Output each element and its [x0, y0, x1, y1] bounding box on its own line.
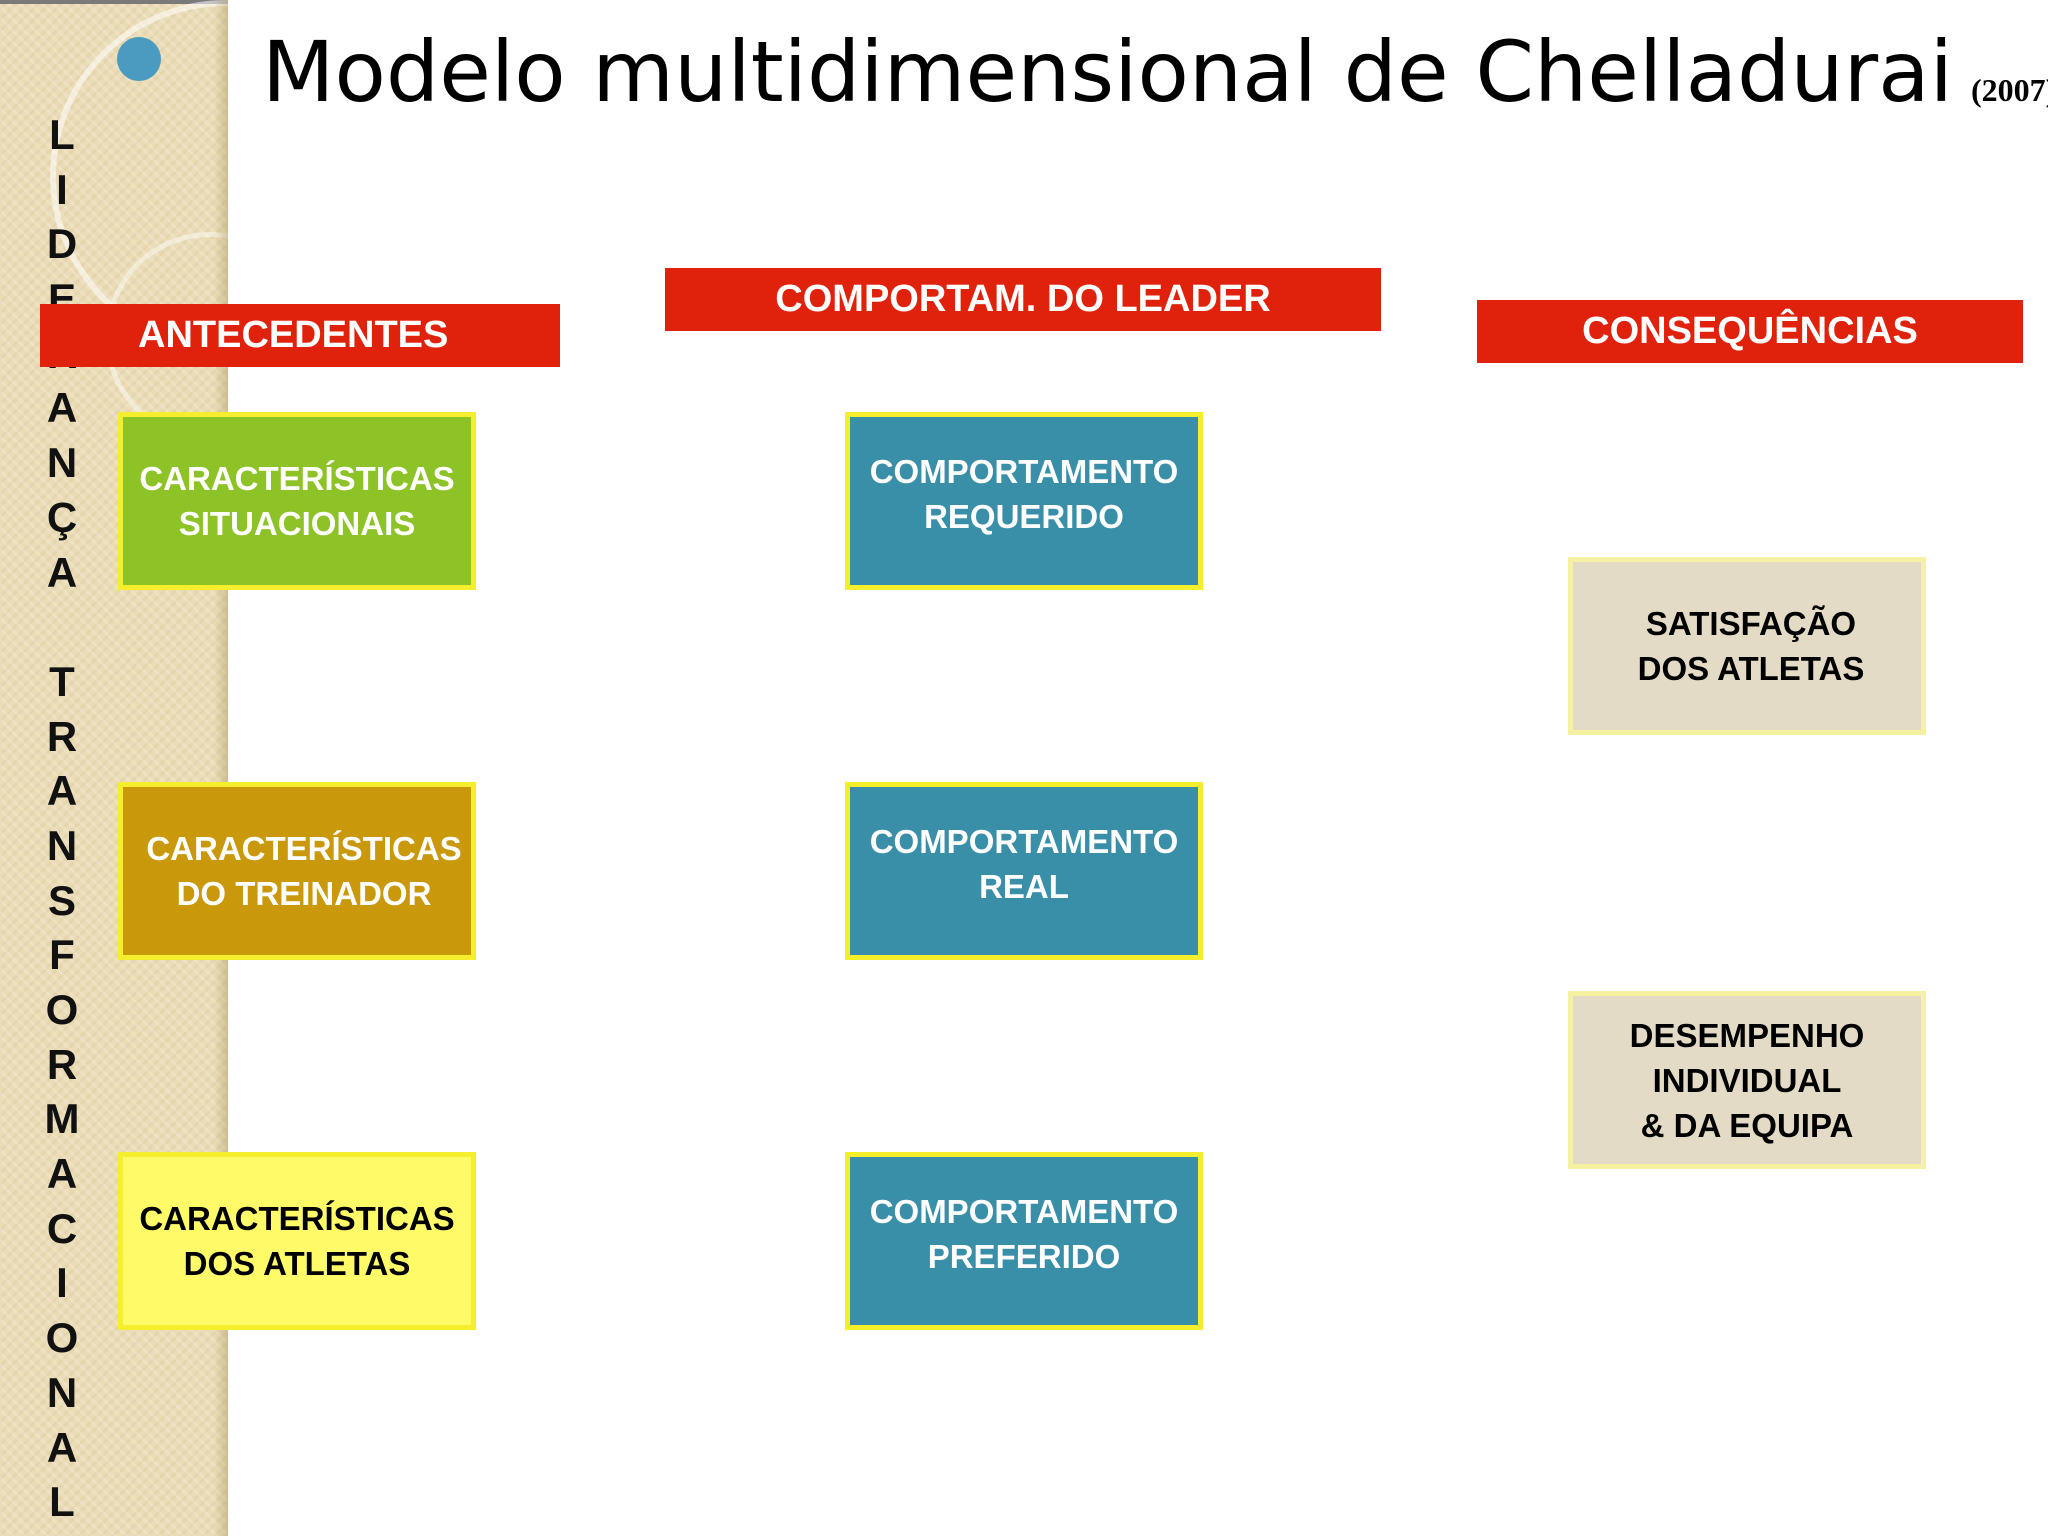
vertical-title-letter: I	[56, 165, 68, 213]
vertical-title-letter: O	[45, 1314, 79, 1362]
box-comportamento-real: COMPORTAMENTO REAL	[845, 782, 1203, 960]
header-comportamento-leader: COMPORTAM. DO LEADER	[665, 268, 1381, 331]
vertical-title-letter: S	[47, 876, 76, 924]
vertical-title-letter: O	[45, 986, 79, 1033]
vertical-title-letter: N	[46, 821, 78, 869]
vertical-title-letter: L	[49, 111, 75, 158]
vertical-title-letter: F	[49, 931, 75, 979]
vertical-title-letter: Ç	[46, 493, 78, 541]
vertical-title-letter: T	[49, 657, 75, 705]
vertical-title-letter: A	[46, 1423, 78, 1471]
vertical-title-letter: A	[46, 548, 78, 596]
slide-title: Modelo multidimensional de Chelladurai (2…	[262, 22, 2048, 140]
box-comportamento-preferido: COMPORTAMENTO PREFERIDO	[845, 1152, 1203, 1330]
vertical-title-letter: R	[46, 1040, 78, 1088]
bullet-dot-icon	[117, 37, 161, 81]
vertical-title-letter: D	[46, 220, 78, 268]
vertical-title-letter: N	[46, 1368, 78, 1416]
box-caracteristicas-atletas: CARACTERÍSTICAS DOS ATLETAS	[118, 1152, 476, 1330]
box-caracteristicas-treinador: CARACTERÍSTICAS DO TREINADOR	[118, 782, 476, 960]
box-caracteristicas-situacionais: CARACTERÍSTICAS SITUACIONAIS	[118, 412, 476, 590]
vertical-title-letter: N	[46, 439, 78, 487]
box-desempenho: DESEMPENHO INDIVIDUAL & DA EQUIPA	[1568, 991, 1926, 1169]
header-consequencias: CONSEQUÊNCIAS	[1477, 300, 2023, 363]
decorative-side-strip	[0, 0, 228, 1536]
vertical-title-letter: C	[46, 1204, 78, 1252]
box-satisfacao-atletas: SATISFAÇÃO DOS ATLETAS	[1568, 557, 1926, 735]
slide-title-text: Modelo multidimensional de Chelladurai	[262, 23, 1953, 121]
slide-title-year: (2007)	[1970, 72, 2048, 108]
vertical-title-letter	[38, 600, 86, 655]
vertical-title-letter: A	[46, 384, 78, 432]
top-divider-line	[0, 0, 228, 4]
vertical-title-letter: A	[46, 767, 78, 815]
vertical-title-letter: A	[46, 1150, 78, 1198]
vertical-title-letter: R	[46, 712, 78, 760]
box-comportamento-requerido: COMPORTAMENTO REQUERIDO	[845, 412, 1203, 590]
vertical-title-letter: M	[44, 1095, 80, 1143]
vertical-title-letter: L	[49, 1478, 75, 1526]
vertical-title-letter: I	[56, 1259, 68, 1307]
header-antecedentes: ANTECEDENTES	[40, 304, 560, 367]
